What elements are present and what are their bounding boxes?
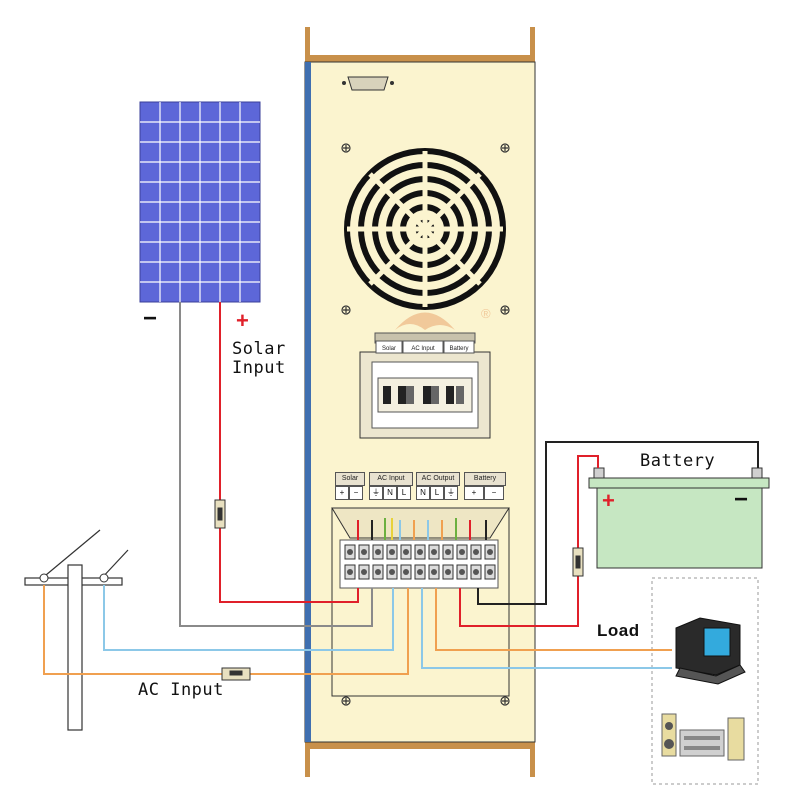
terminal-header-ac-input: AC Input: [369, 472, 413, 486]
terminal-solar-plus: +: [335, 486, 349, 500]
screw-icon: [341, 305, 351, 315]
terminal-screw-head: [459, 549, 465, 555]
terminal-solar-minus: −: [349, 486, 363, 500]
top-frame-left-post: [305, 27, 310, 62]
breaker-switches: [383, 386, 464, 404]
terminal-screw-head: [403, 549, 409, 555]
terminal-header-solar: Solar: [335, 472, 365, 486]
battery-negative-sign: −: [734, 486, 749, 513]
battery-positive-sign: +: [602, 488, 615, 513]
terminal-screw-head: [361, 569, 367, 575]
terminal-screw-head: [431, 569, 437, 575]
solar-panel: [139, 101, 261, 303]
solar-positive-wire: [219, 302, 359, 603]
top-frame-right-post: [530, 27, 535, 62]
television-icon: [675, 617, 746, 685]
battery-icon: [588, 467, 770, 569]
breaker-label: Battery: [449, 346, 468, 352]
terminal-screw-head: [459, 569, 465, 575]
ac-input-label: AC Input: [138, 680, 224, 700]
terminal-header-ac-output: AC Output: [416, 472, 460, 486]
wires: [43, 302, 759, 675]
trademark-symbol: ®: [481, 306, 491, 321]
terminal-screw-head: [389, 569, 395, 575]
terminal-block: [331, 507, 510, 697]
panel-positive-sign: +: [236, 308, 249, 333]
stereo-system-icon: [661, 713, 745, 761]
terminal-screw-head: [417, 549, 423, 555]
battery-fuse-icon: [572, 547, 584, 577]
screw-icon: [500, 143, 510, 153]
terminal-screw-head: [403, 569, 409, 575]
screw-icon: [500, 305, 510, 315]
terminal-ac-output-l: L: [430, 486, 444, 500]
screw-icon: [341, 696, 351, 706]
terminal-screw-head: [347, 549, 353, 555]
terminal-screw-head: [417, 569, 423, 575]
terminal-screw-head: [375, 549, 381, 555]
inline-fuses: [214, 499, 584, 681]
top-frame-bar: [305, 55, 535, 62]
bottom-frame-bar: [305, 742, 535, 749]
breaker-label: Solar: [382, 346, 396, 352]
terminal-ac-output-ground: ⏚: [444, 486, 458, 500]
terminal-screw-head: [487, 569, 493, 575]
terminal-screw-head: [445, 569, 451, 575]
terminal-screw-head: [361, 549, 367, 555]
terminal-battery-minus: −: [484, 486, 504, 500]
solar-input-label: Solar Input: [232, 339, 286, 378]
terminal-screw-head: [431, 549, 437, 555]
screw-icons: [341, 143, 510, 706]
battery-positive-wire: [459, 455, 599, 627]
terminal-ac-input-n: N: [383, 486, 397, 500]
load-area: [651, 577, 759, 785]
terminal-ac-input-ground: ⏚: [369, 486, 383, 500]
bottom-frame-left-post: [305, 742, 310, 777]
ac-output-neutral-wire: [421, 588, 672, 669]
terminal-screw-head: [487, 549, 493, 555]
fan-grill-icon: [344, 148, 506, 310]
terminal-ac-input-l: L: [397, 486, 411, 500]
breaker-box: Solar AC Input Battery: [359, 332, 491, 439]
terminal-header-battery: Battery: [464, 472, 506, 486]
screw-icon: [500, 696, 510, 706]
solar-negative-wire: [179, 302, 373, 627]
load-label: Load: [597, 621, 640, 640]
ac-input-fuse-icon: [221, 667, 251, 681]
terminal-screw-head: [473, 549, 479, 555]
panel-negative-sign: −: [143, 305, 158, 332]
bottom-frame-right-post: [530, 742, 535, 777]
cabinet-side-edge: [305, 62, 311, 742]
terminal-screw-head: [389, 549, 395, 555]
terminal-screw-head: [445, 549, 451, 555]
ac-input-neutral-wire: [103, 585, 394, 651]
terminal-screw-head: [347, 569, 353, 575]
terminal-ac-output-n: N: [416, 486, 430, 500]
terminal-screw-head: [473, 569, 479, 575]
terminal-battery-plus: +: [464, 486, 484, 500]
utility-pole-icon: [24, 529, 129, 731]
battery-negative-wire: [477, 441, 759, 605]
screw-icon: [341, 143, 351, 153]
battery-label: Battery: [640, 451, 716, 471]
terminal-screw-head: [375, 569, 381, 575]
breaker-label: AC Input: [411, 346, 435, 352]
ac-output-line-wire: [435, 588, 672, 651]
brand-watermark: ®: [395, 306, 491, 330]
solar-fuse-icon: [214, 499, 226, 529]
serial-port-icon: [342, 76, 394, 91]
